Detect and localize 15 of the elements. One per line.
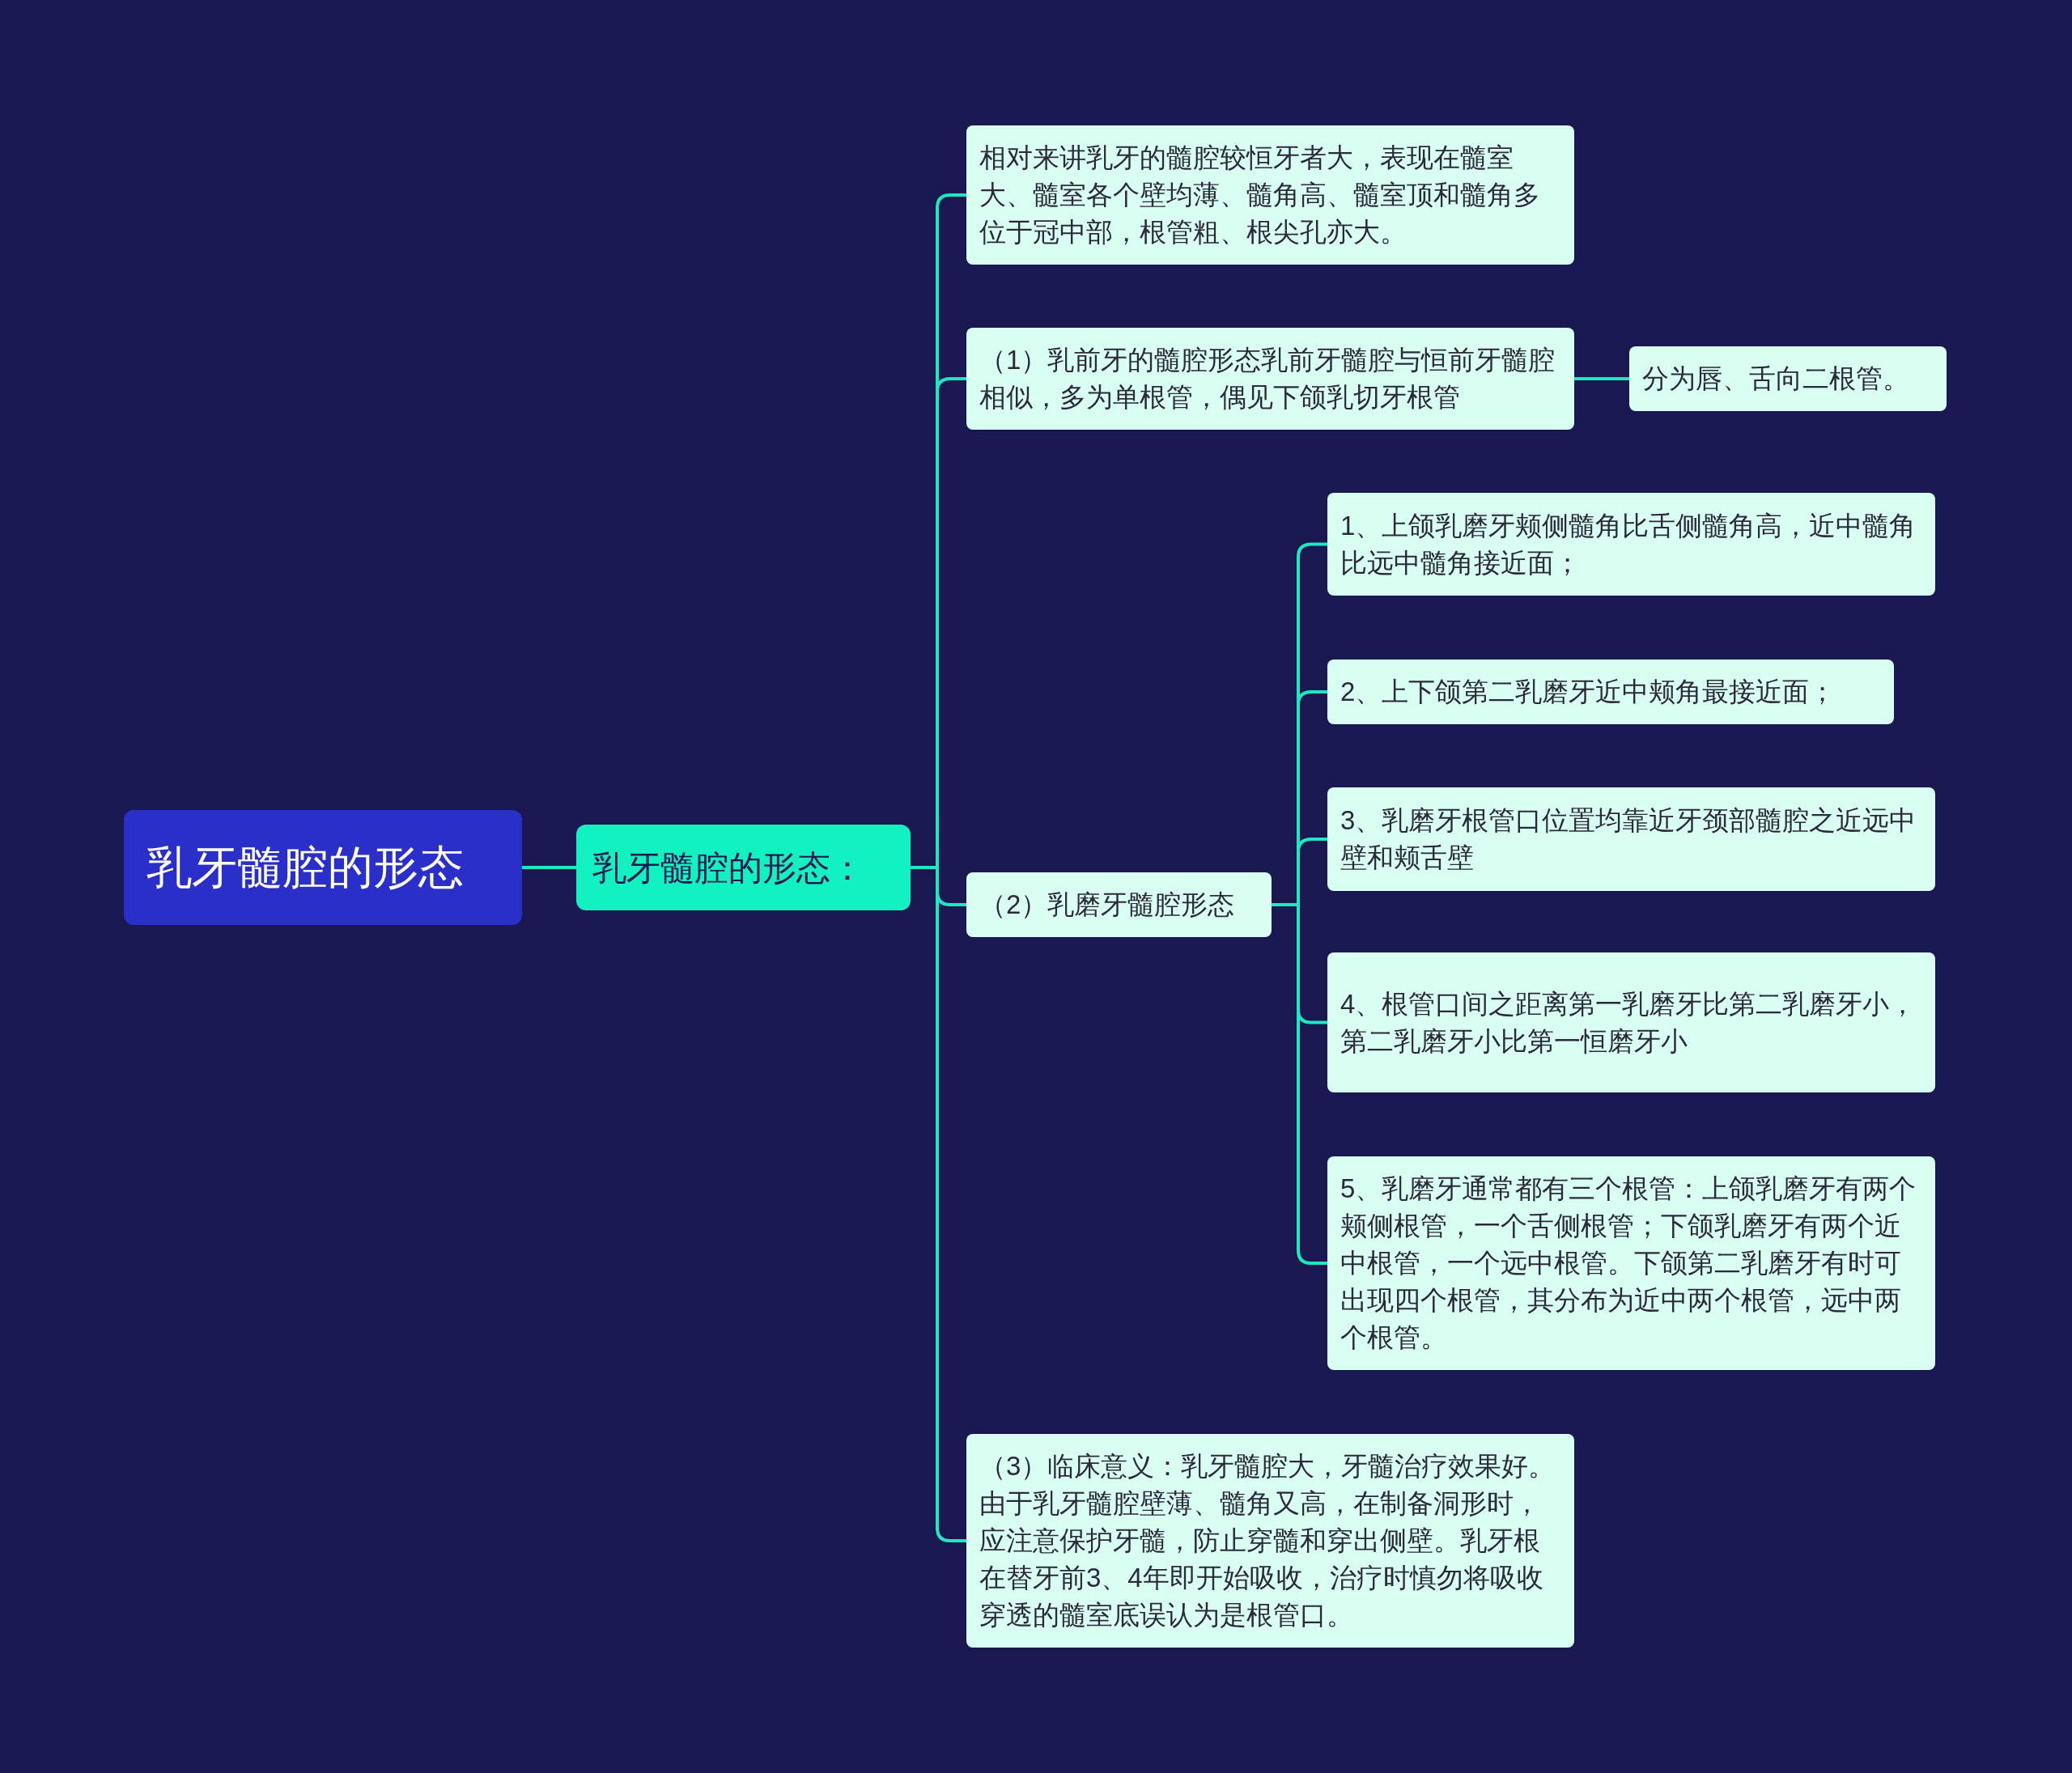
connector-line <box>1574 377 1629 380</box>
connector-line <box>522 866 576 869</box>
connector-line <box>1272 903 1327 1265</box>
subtopic-box: （1）乳前牙的髓腔形态乳前牙髓腔与恒前牙髓腔相似，多为单根管，偶见下颌乳切牙根管 <box>966 328 1574 430</box>
topic-box: 乳牙髓腔的形态： <box>576 825 911 910</box>
subtopic-box: （3）临床意义：乳牙髓腔大，牙髓治疗效果好。由于乳牙髓腔壁薄、髓角又高，在制备洞形时，应注意保护牙髓，防止穿髓和穿出侧壁。乳牙根在替牙前3、4年即开始吸收，治疗时慎勿将吸收穿透的髓室底误认为是根管口。 <box>966 1434 1574 1648</box>
subtopic-box: 4、根管口间之距离第一乳磨牙比第二乳磨牙小，第二乳磨牙小比第一恒磨牙小 <box>1327 952 1935 1092</box>
subtopic-box: 1、上颌乳磨牙颊侧髓角比舌侧髓角高，近中髓角比远中髓角接近面； <box>1327 493 1935 596</box>
subtopic-box: 3、乳磨牙根管口位置均靠近牙颈部髓腔之近远中壁和颊舌壁 <box>1327 787 1935 891</box>
root-topic-box: 乳牙髓腔的形态 <box>124 810 522 925</box>
subtopic-box: （2）乳磨牙髓腔形态 <box>966 872 1272 937</box>
subtopic-box: 2、上下颌第二乳磨牙近中颊角最接近面； <box>1327 660 1894 724</box>
subtopic-box: 5、乳磨牙通常都有三个根管：上颌乳磨牙有两个颊侧根管，一个舌侧根管；下颌乳磨牙有两个近中根管，一个远中根管。下颌第二乳磨牙有时可出现四个根管，其分布为近中两个根管，远中两个根管。 <box>1327 1156 1935 1370</box>
subtopic-box: 分为唇、舌向二根管。 <box>1629 346 1947 411</box>
subtopic-box: 相对来讲乳牙的髓腔较恒牙者大，表现在髓室大、髓室各个壁均薄、髓角高、髓室顶和髓角多位于冠中部，根管粗、根尖孔亦大。 <box>966 125 1574 265</box>
